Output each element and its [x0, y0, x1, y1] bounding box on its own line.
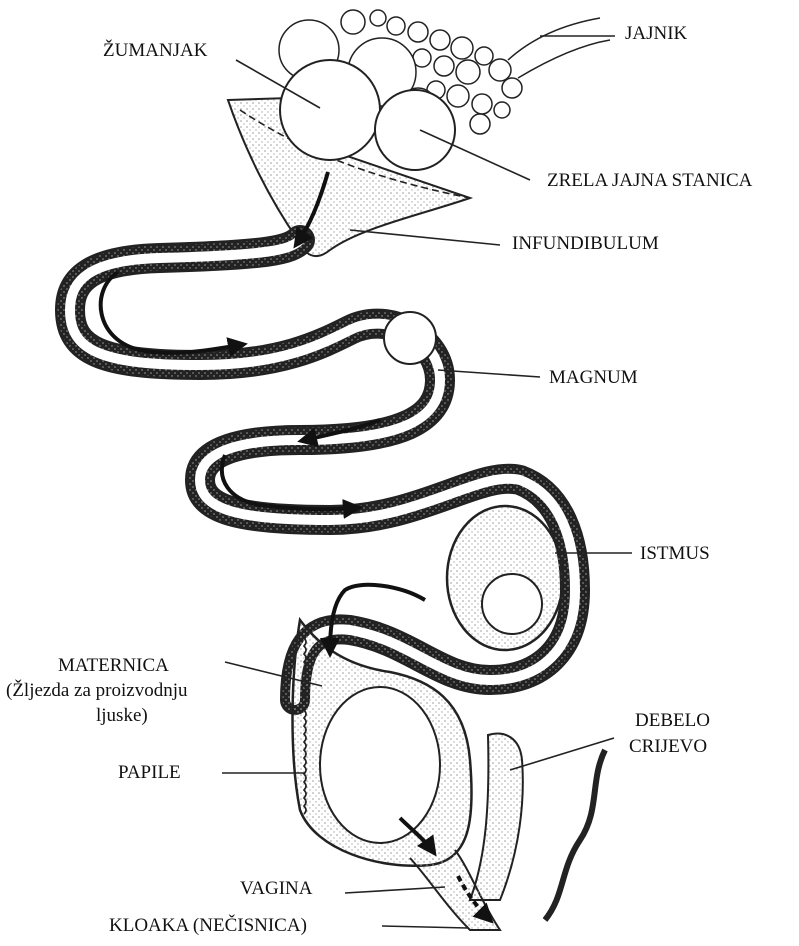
- label-large-intestine-line1: DEBELO: [635, 710, 710, 731]
- intestine-vessel: [545, 750, 605, 920]
- label-ovary: JAJNIK: [625, 23, 687, 44]
- mature-egg-cell: [375, 90, 455, 170]
- label-vagina: VAGINA: [240, 878, 312, 899]
- label-uterus-line3: ljuske): [96, 705, 148, 726]
- yolk: [280, 60, 380, 160]
- label-papillae: PAPILE: [118, 762, 181, 783]
- egg-in-isthmus: [482, 574, 542, 634]
- label-yolk: ŽUMANJAK: [103, 40, 208, 61]
- label-uterus-line1: MATERNICA: [58, 655, 169, 676]
- label-mature-egg: ZRELA JAJNA STANICA: [547, 170, 752, 191]
- egg-in-magnum: [384, 312, 436, 364]
- ovary-ligament: [508, 18, 610, 78]
- label-magnum: MAGNUM: [549, 367, 638, 388]
- large-intestine: [470, 734, 523, 900]
- label-cloaca: KLOAKA (NEČISNICA): [109, 915, 307, 936]
- label-uterus-line2: (Žljezda za proizvodnju: [6, 680, 187, 701]
- label-infundibulum: INFUNDIBULUM: [512, 233, 659, 254]
- label-large-intestine-line2: CRIJEVO: [629, 736, 707, 757]
- egg-in-uterus: [320, 687, 440, 843]
- label-isthmus: ISTMUS: [640, 543, 710, 564]
